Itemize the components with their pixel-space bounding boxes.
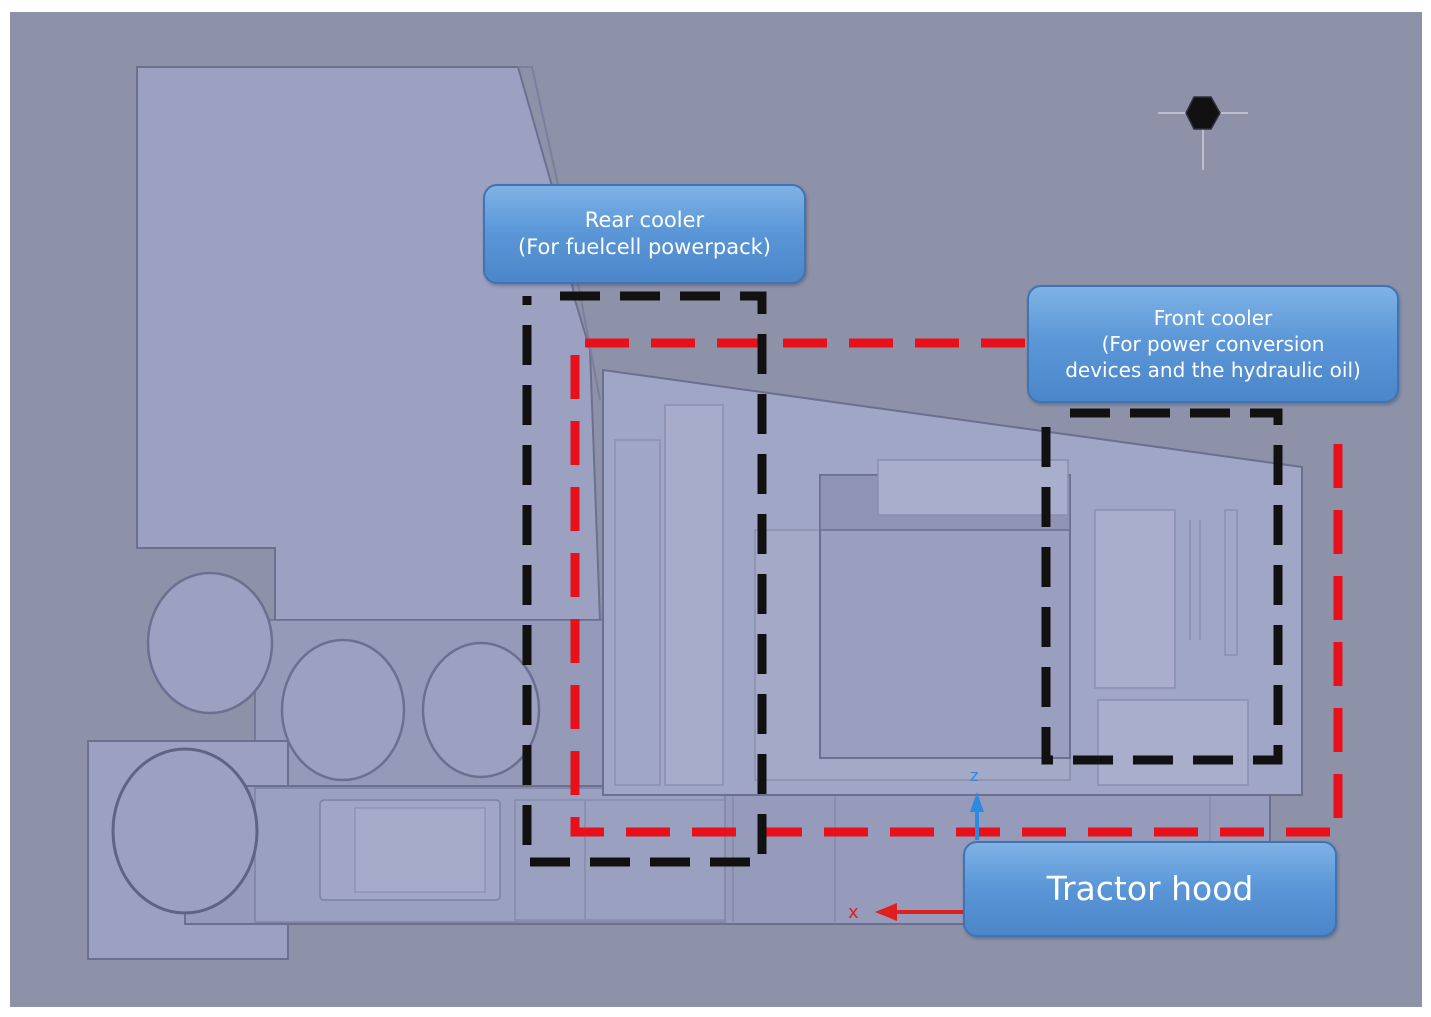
front-cooler-callout: Front cooler (For power conversion devic…: [1027, 285, 1399, 403]
z-axis-arrowhead: [970, 792, 984, 812]
tank-1: [146, 571, 274, 715]
rear-cooler-radiator: [664, 404, 724, 786]
tractor-hood-callout: Tractor hood: [963, 841, 1337, 937]
front-cooler-region-outline: [1041, 408, 1283, 765]
front-cooler-base: [1097, 699, 1249, 786]
fuelcell-region-outline: [570, 338, 1343, 837]
rear-cooler-callout: Rear cooler (For fuelcell powerpack): [483, 184, 806, 284]
power-unit-cap: [877, 459, 1069, 516]
rear-wheel: [111, 747, 259, 915]
front-cooler-subtitle-1: (For power conversion: [1101, 332, 1325, 356]
tractor-hood-title: Tractor hood: [1046, 868, 1254, 908]
cab-edge: [518, 66, 601, 401]
x-axis-arrowhead: [875, 903, 897, 921]
tank-2: [280, 638, 406, 782]
z-axis-label: z: [970, 766, 978, 785]
front-cooler-title: Front cooler: [1153, 306, 1273, 330]
front-cooler-core: [1094, 509, 1176, 689]
tank-3: [421, 641, 541, 779]
front-cooler-subtitle-2: devices and the hydraulic oil): [1065, 358, 1361, 382]
rear-cooler-title: Rear cooler: [584, 207, 705, 232]
front-cooler-fin-3: [1224, 509, 1238, 656]
gear-housing-inner: [354, 807, 486, 893]
rear-cooler-core: [614, 439, 661, 786]
view-cube-icon[interactable]: [1158, 96, 1248, 170]
rear-cooler-subtitle: (For fuelcell powerpack): [518, 235, 771, 259]
x-axis-label: x: [848, 902, 859, 923]
rear-cooler-region-outline: [522, 291, 767, 867]
